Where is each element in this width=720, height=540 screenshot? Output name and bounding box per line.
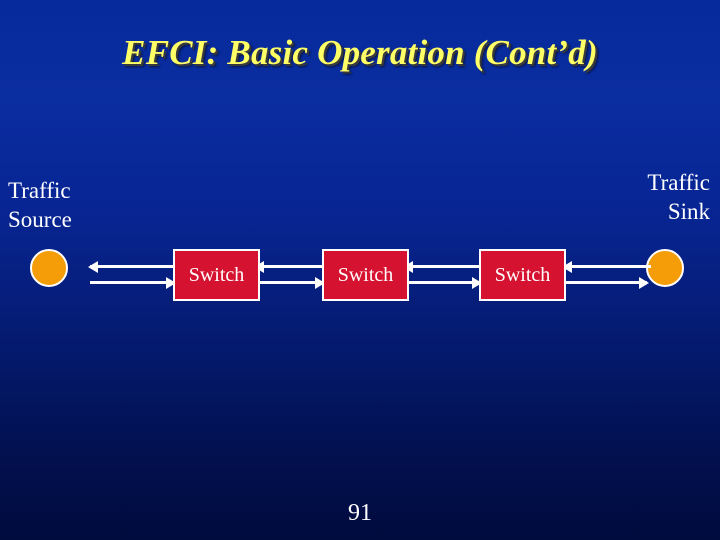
link-switch1-switch2-upper [258, 265, 324, 268]
traffic-sink-node-icon [646, 249, 684, 287]
traffic-source-label-line2: Source [8, 207, 72, 232]
link-switch2-switch3-lower [407, 281, 481, 284]
page-title: EFCI: Basic Operation (Cont’d) [122, 33, 598, 72]
arrowhead-right-switch3-sink [639, 277, 649, 289]
arrowhead-right-switch2-switch3 [472, 277, 482, 289]
switch-node-1-label: Switch [188, 263, 245, 286]
link-switch2-switch3-upper [407, 265, 481, 268]
traffic-source-label-line1: Traffic [8, 178, 71, 203]
traffic-sink-label-line2: Sink [667, 199, 710, 224]
switch-node-3-label: Switch [494, 263, 551, 286]
link-switch1-switch2-lower [258, 281, 324, 284]
arrowhead-left-switch3-sink [562, 261, 572, 273]
switch-node-2: Switch [322, 249, 409, 301]
traffic-sink-label: Traffic Sink [647, 168, 710, 226]
traffic-source-label: Traffic Source [8, 176, 72, 234]
traffic-sink-label-line1: Traffic [647, 170, 710, 195]
link-switch3-sink-upper [565, 265, 651, 268]
switch-node-2-label: Switch [337, 263, 394, 286]
page-number: 91 [348, 500, 372, 526]
link-source-switch1-lower [90, 281, 175, 284]
arrowhead-right-source-switch1 [166, 277, 176, 289]
switch-node-1: Switch [173, 249, 260, 301]
link-source-switch1-upper [90, 265, 173, 268]
traffic-source-node-icon [30, 249, 68, 287]
arrowhead-right-switch1-switch2 [315, 277, 325, 289]
arrowhead-left-source-switch1 [88, 261, 98, 273]
link-switch3-sink-lower [565, 281, 647, 284]
switch-node-3: Switch [479, 249, 566, 301]
